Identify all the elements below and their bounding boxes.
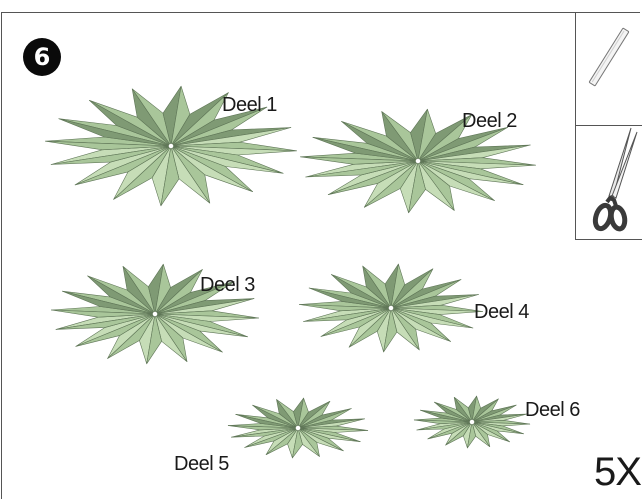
part-label-2: Deel 2 (462, 110, 517, 132)
paper-star-1 (45, 85, 297, 207)
paper-star-4 (298, 263, 484, 353)
step-number-badge: 6 (23, 38, 61, 76)
tools-panel (575, 12, 642, 240)
paper-star-5 (227, 397, 369, 459)
instruction-panel-frame (1, 12, 640, 499)
quantity-label: 5X (594, 450, 642, 494)
paper-star-3 (50, 263, 260, 365)
part-label-4: Deel 4 (474, 301, 529, 323)
tools-divider (576, 125, 642, 126)
paper-star-2 (300, 108, 536, 214)
glue-stick-icon (576, 12, 642, 125)
part-label-6: Deel 6 (525, 399, 580, 421)
paper-star-6 (413, 395, 531, 449)
part-label-5: Deel 5 (174, 453, 229, 475)
scissors-icon (576, 126, 642, 239)
part-label-1: Deel 1 (222, 94, 277, 116)
part-label-3: Deel 3 (200, 274, 255, 296)
